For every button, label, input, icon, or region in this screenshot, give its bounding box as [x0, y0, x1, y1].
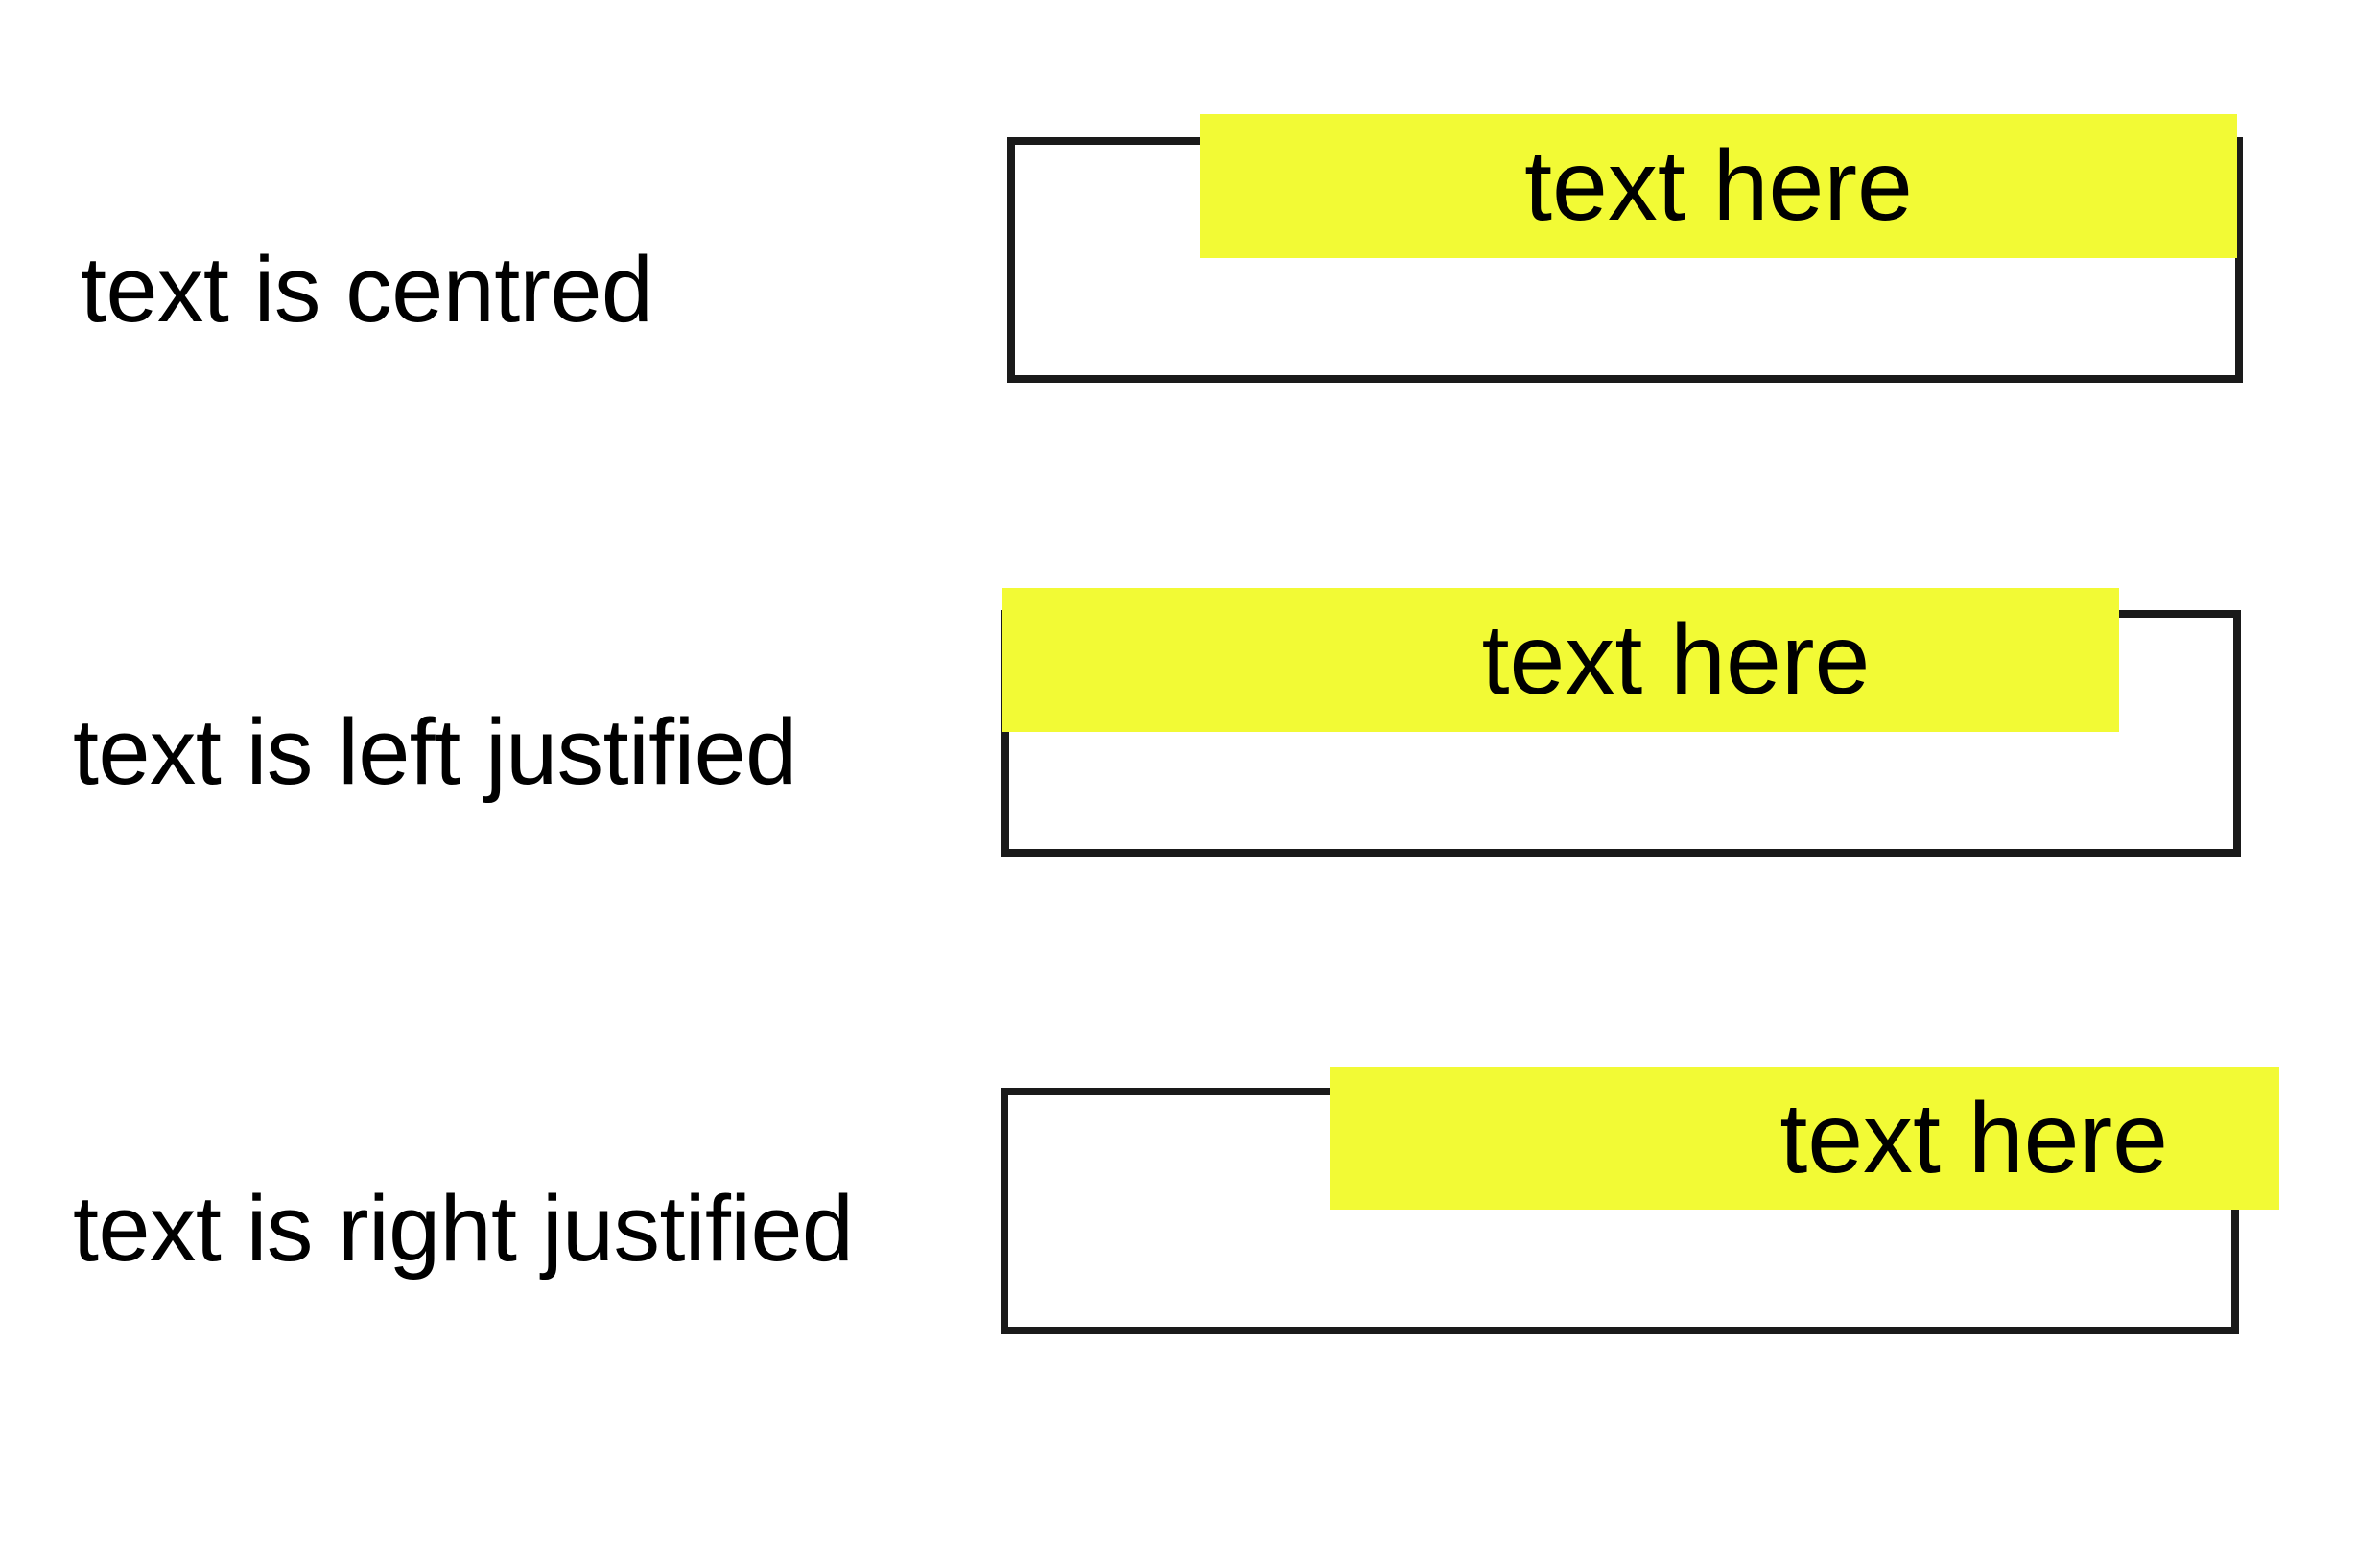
alignment-label-right-justified: text is right justified	[73, 1176, 854, 1281]
highlighted-text-centred[interactable]: text here	[1200, 114, 2237, 258]
highlighted-text-right-justified[interactable]: text here	[1330, 1067, 2279, 1210]
highlighted-text-left-justified[interactable]: text here	[1002, 588, 2119, 732]
alignment-label-centred: text is centred	[81, 237, 653, 341]
sample-text-centred: text here	[1524, 130, 1913, 242]
alignment-label-left-justified: text is left justified	[73, 699, 797, 804]
sample-text-left-justified: text here	[1481, 604, 1871, 716]
sample-text-right-justified: text here	[1779, 1083, 2168, 1194]
